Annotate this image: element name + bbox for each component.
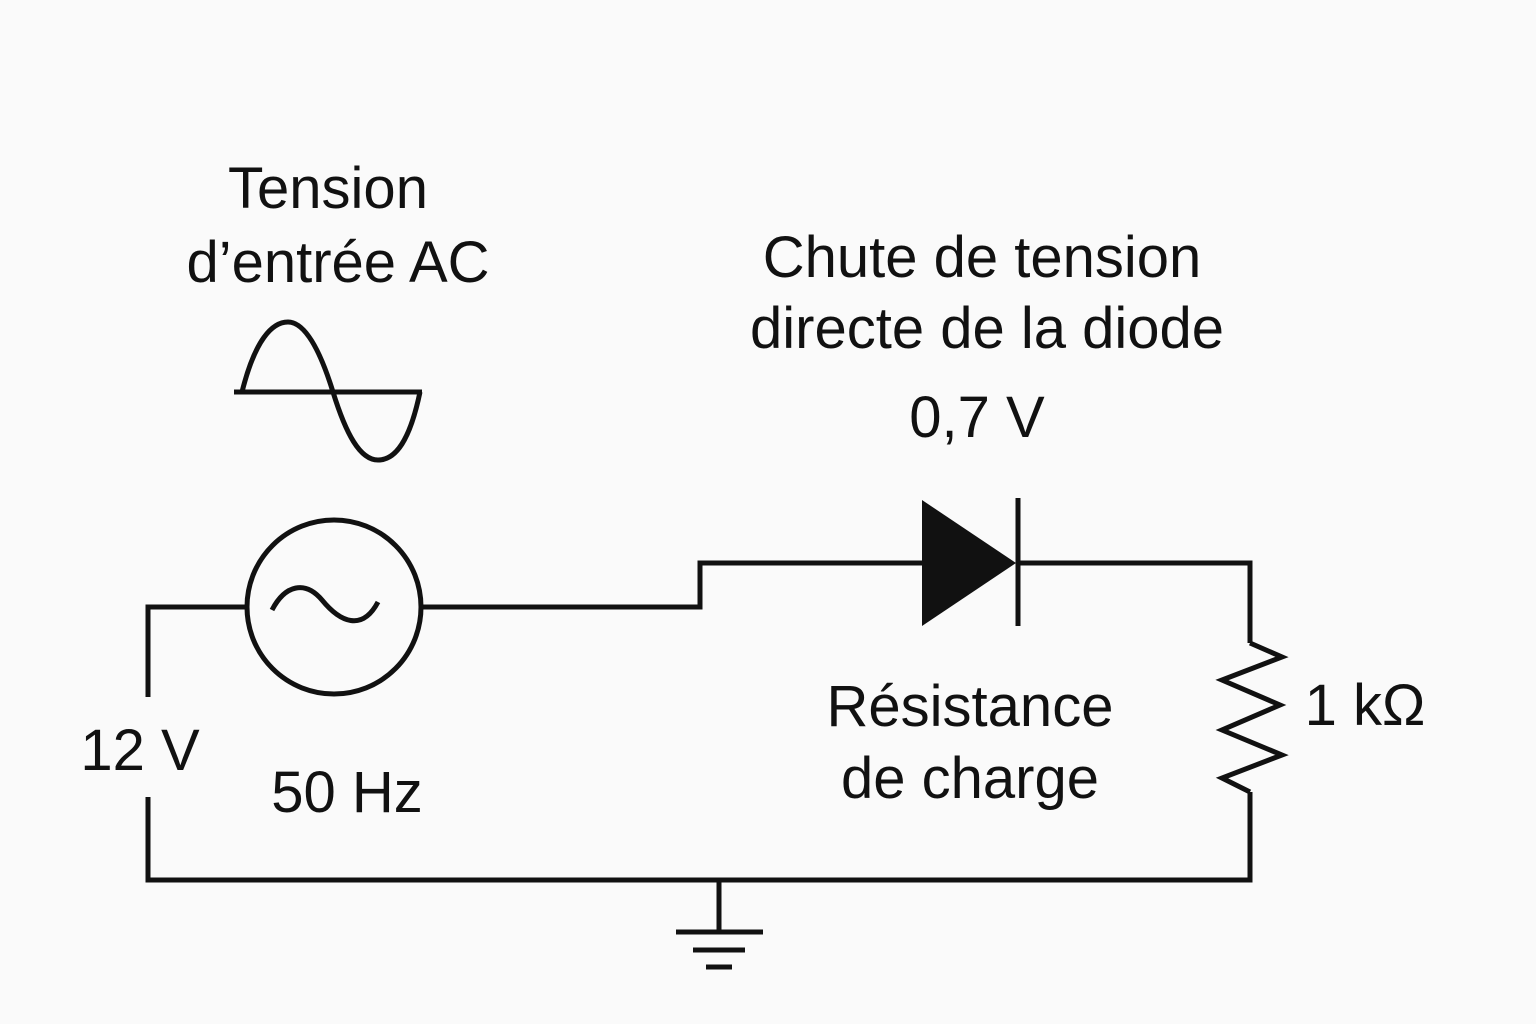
resistor-symbol bbox=[1215, 640, 1289, 795]
diode-voltage-drop: 0,7 V bbox=[909, 385, 1045, 450]
ground-symbol bbox=[676, 880, 763, 970]
wire-source-to-diode bbox=[421, 560, 925, 610]
load-label-line2: de charge bbox=[841, 746, 1099, 811]
wire-left-bottom bbox=[145, 792, 1253, 883]
source-frequency: 50 Hz bbox=[271, 760, 423, 825]
source-voltage: 12 V bbox=[80, 718, 200, 783]
diode-label-line2: directe de la diode bbox=[750, 296, 1224, 361]
diode-symbol bbox=[922, 498, 1021, 626]
source-title-line1: Tension bbox=[228, 156, 428, 221]
load-label-line1: Résistance bbox=[827, 674, 1114, 739]
sine-wave-icon bbox=[234, 319, 423, 463]
ac-source-symbol bbox=[244, 517, 424, 697]
resistor-value: 1 kΩ bbox=[1305, 673, 1426, 738]
diode-label-line1: Chute de tension bbox=[763, 225, 1202, 290]
wire-left bbox=[145, 604, 246, 697]
wire-diode-to-resistor bbox=[1018, 560, 1253, 643]
source-title-line2: d’entrée AC bbox=[186, 230, 489, 295]
